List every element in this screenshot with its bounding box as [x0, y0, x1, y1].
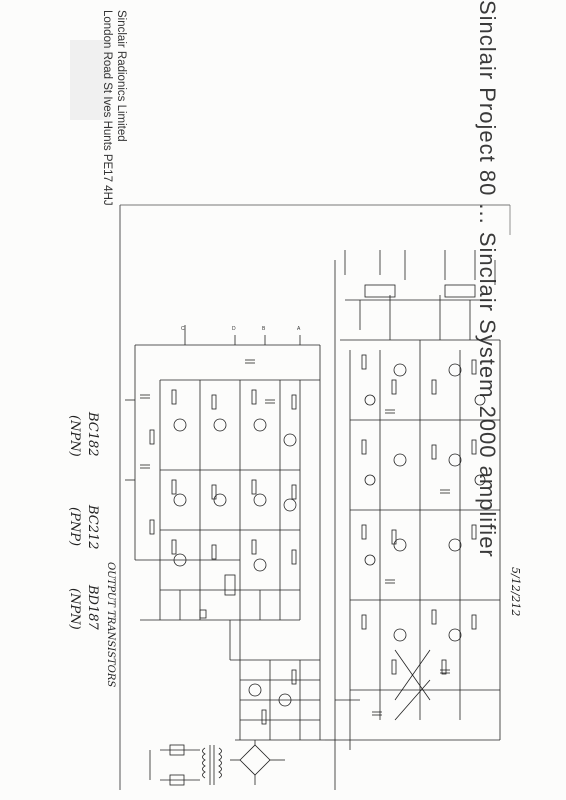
- node-label-b: B: [262, 326, 266, 332]
- scan-shadow: [70, 40, 110, 120]
- node-label-d: D: [232, 326, 236, 332]
- node-label-a: A: [297, 326, 301, 332]
- node-label-c: C: [181, 326, 185, 332]
